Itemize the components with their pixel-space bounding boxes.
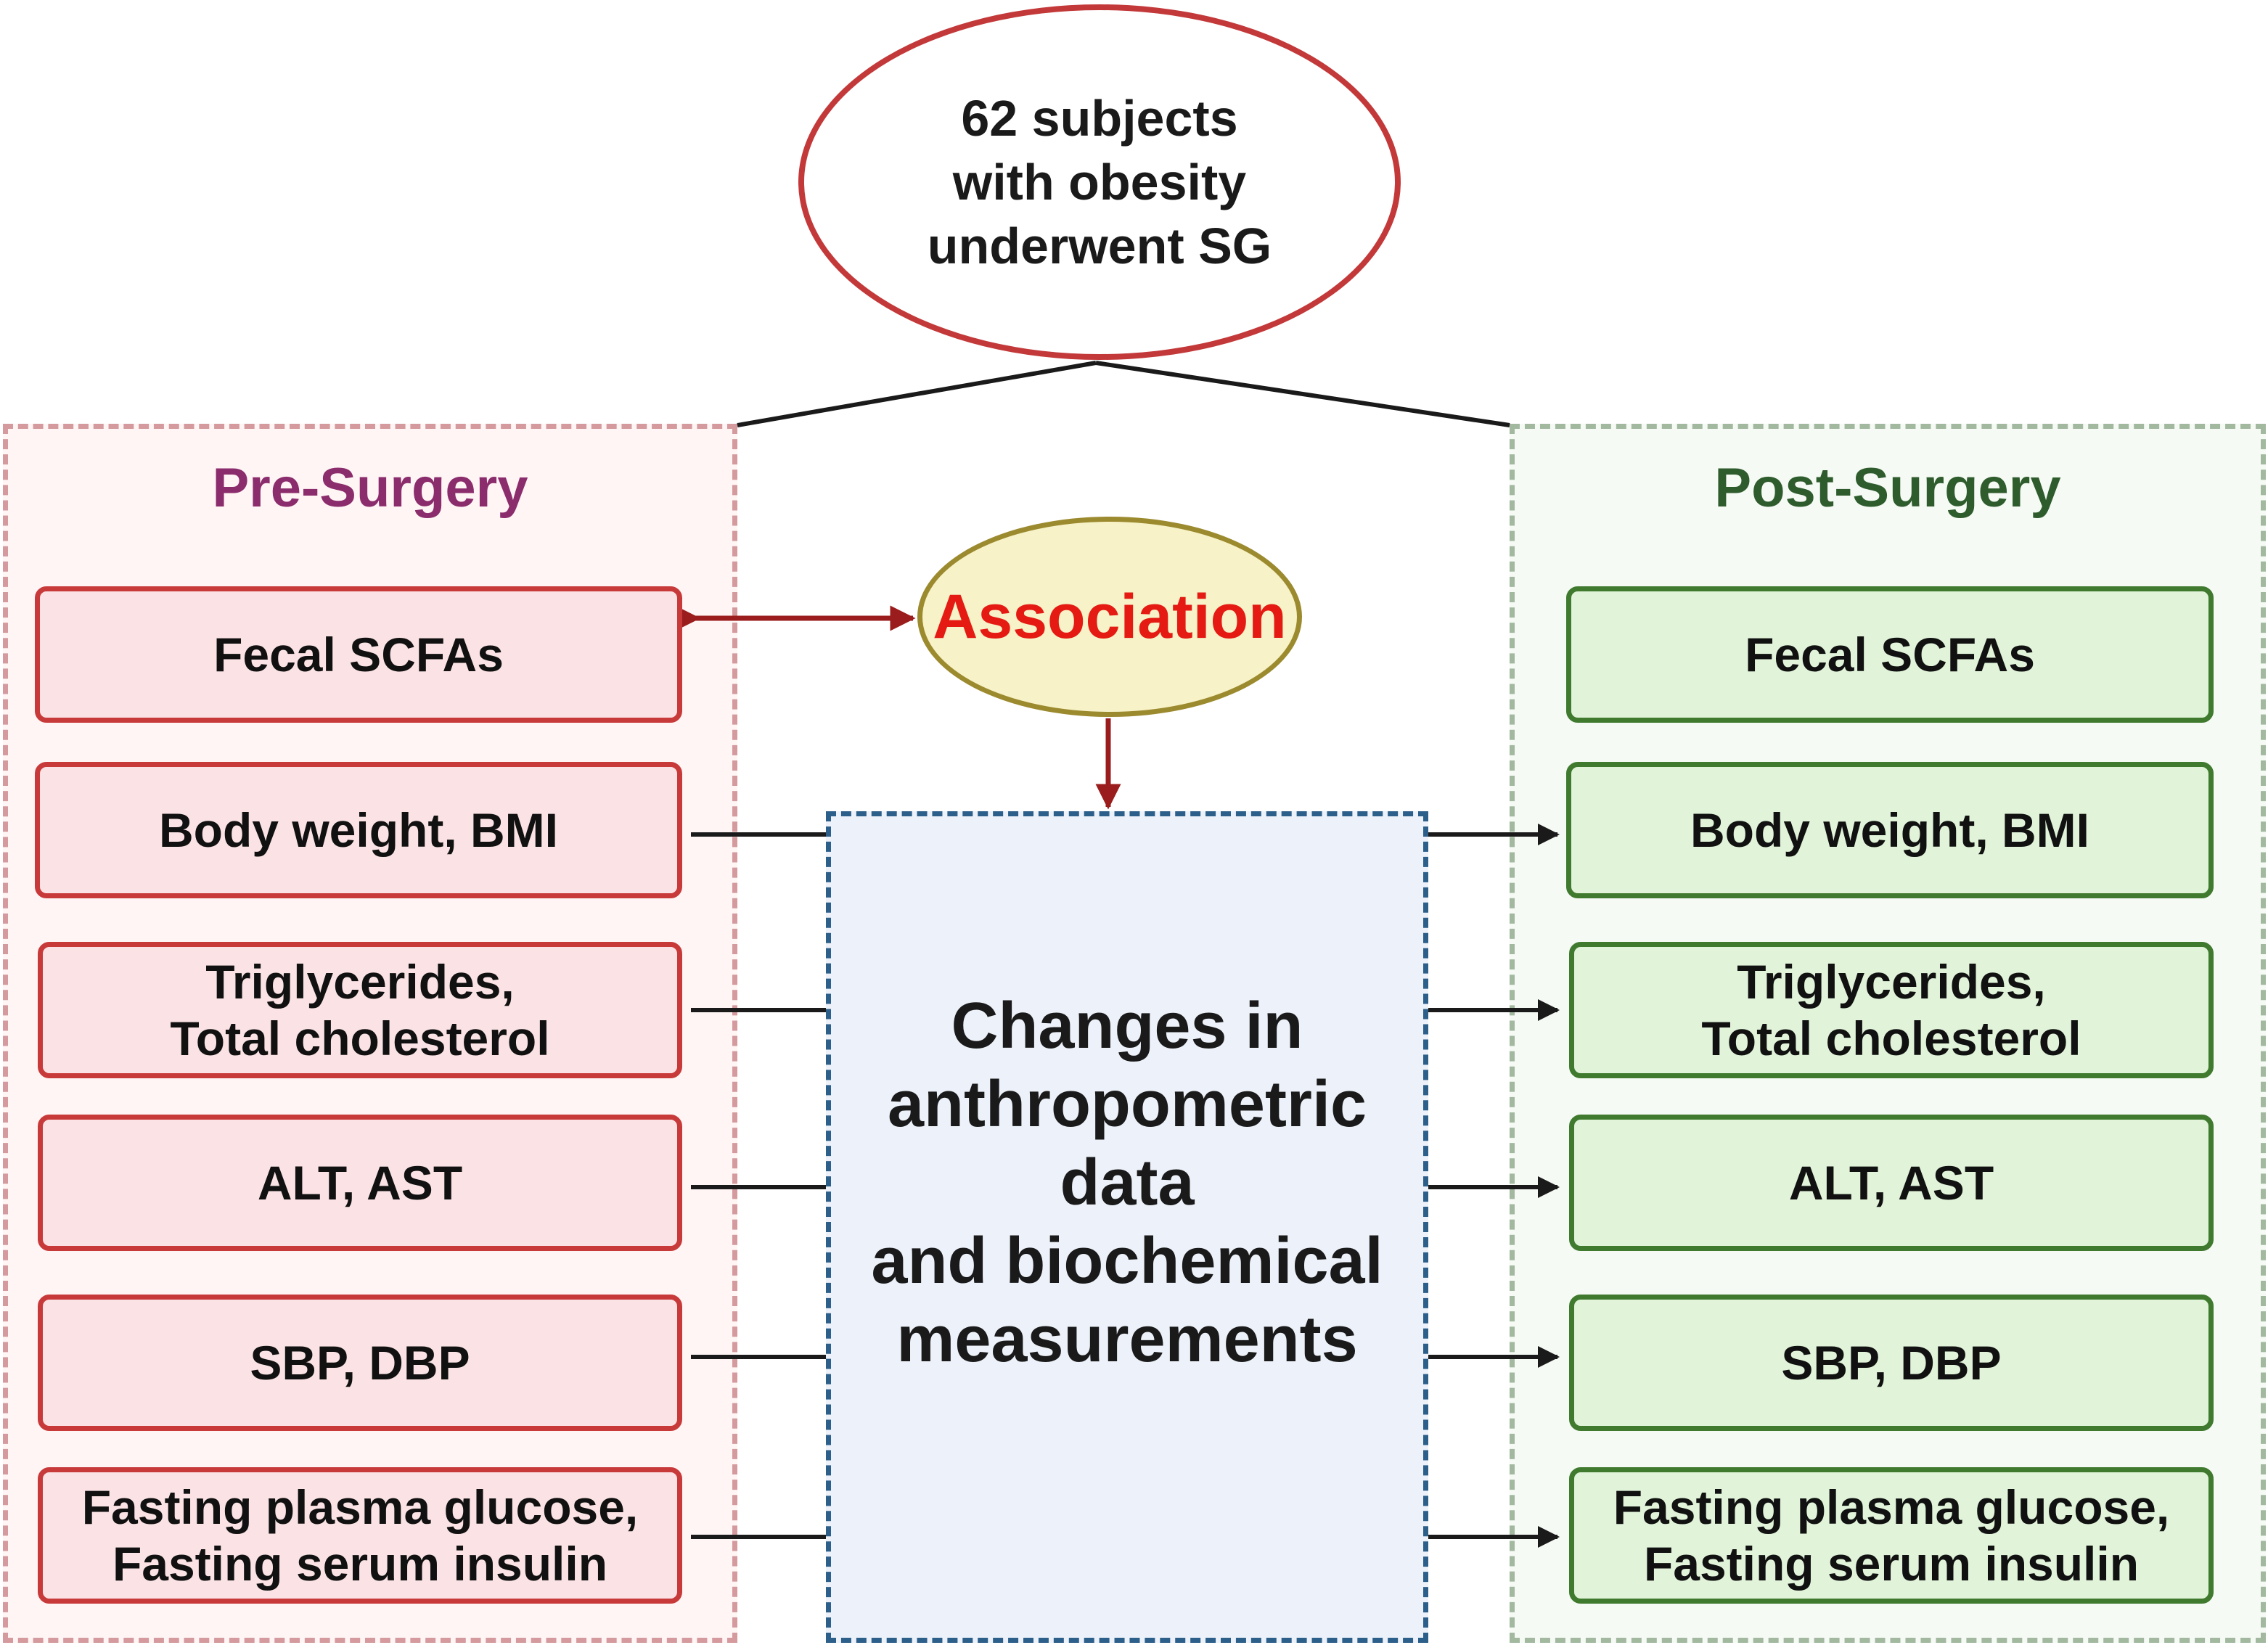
pre-fecal-scfas-box: Fecal SCFAs [35, 586, 682, 723]
pre-lipids-box: Triglycerides, Total cholesterol [38, 942, 682, 1078]
post-blood-pressure-box: SBP, DBP [1569, 1295, 2214, 1431]
post-fecal-scfas-box: Fecal SCFAs [1566, 586, 2214, 723]
post-body-weight-box: Body weight, BMI [1566, 762, 2214, 898]
association-node: Association [917, 517, 1302, 717]
changes-label: Changes in anthropometric data and bioch… [871, 990, 1383, 1376]
pre-surgery-title: Pre-Surgery [212, 456, 528, 519]
pre-glucose-insulin-box: Fasting plasma glucose, Fasting serum in… [38, 1467, 682, 1604]
post-surgery-title: Post-Surgery [1714, 456, 2061, 519]
changes-panel [826, 811, 1428, 1643]
post-liver-enzymes-box: ALT, AST [1569, 1115, 2214, 1251]
pre-liver-enzymes-box: ALT, AST [38, 1115, 682, 1251]
pre-body-weight-box: Body weight, BMI [35, 762, 682, 898]
pre-blood-pressure-box: SBP, DBP [38, 1295, 682, 1431]
top-link-right [1095, 361, 1510, 427]
top-link-left [737, 361, 1097, 427]
post-glucose-insulin-box: Fasting plasma glucose, Fasting serum in… [1569, 1467, 2214, 1604]
study-population-node: 62 subjects with obesity underwent SG [798, 4, 1401, 360]
post-lipids-box: Triglycerides, Total cholesterol [1569, 942, 2214, 1078]
